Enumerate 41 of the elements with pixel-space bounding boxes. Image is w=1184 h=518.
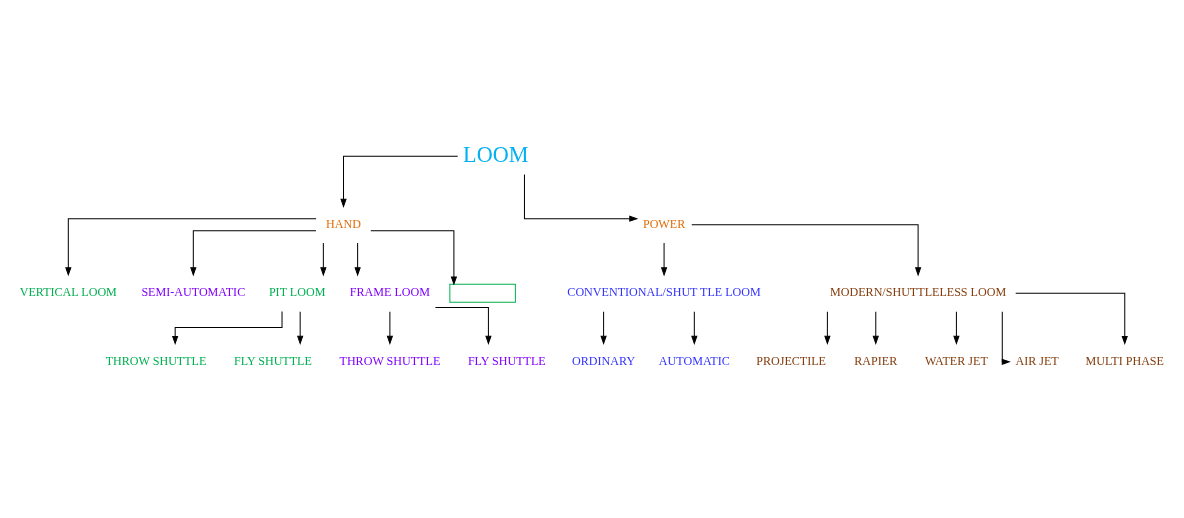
node-text: PROJECTILE xyxy=(756,353,826,368)
node-text: LOOM xyxy=(463,141,529,167)
arrow xyxy=(691,311,698,345)
node-text: ORDINARY xyxy=(572,353,636,368)
node-text: MODERN/SHUTTLELESS LOOM xyxy=(830,285,1007,300)
arrow xyxy=(354,242,361,277)
arrow xyxy=(434,306,492,345)
node-text: FRAME LOOM xyxy=(349,285,430,300)
arrow xyxy=(340,155,459,208)
node-text: CONVENTIONAL/SHUT TLE LOOM xyxy=(567,285,761,300)
node-text: RAPIER xyxy=(854,353,898,368)
node-text: HAND xyxy=(326,216,361,231)
arrow xyxy=(660,242,668,277)
arrow xyxy=(691,224,922,277)
node-text: THROW SHUTTLE xyxy=(105,353,207,368)
arrow xyxy=(1001,311,1011,365)
arrow xyxy=(872,311,879,345)
node-text: AIR JET xyxy=(1015,353,1059,368)
arrow xyxy=(370,230,458,286)
arrow xyxy=(297,311,304,345)
node-text: THROW SHUTTLE xyxy=(339,353,441,368)
node-text: AUTOMATIC xyxy=(658,353,730,368)
node-box xyxy=(449,283,516,303)
arrow xyxy=(523,174,639,222)
arrow xyxy=(1015,292,1128,345)
arrow xyxy=(953,311,960,345)
arrow xyxy=(824,311,831,345)
node-text: WATER JET xyxy=(925,353,988,368)
arrow xyxy=(172,311,283,345)
arrow xyxy=(320,242,327,277)
arrow xyxy=(600,311,607,345)
node-text: FLY SHUTTLE xyxy=(234,353,312,368)
arrow xyxy=(65,218,317,277)
node-text: POWER xyxy=(642,216,686,231)
arrow xyxy=(386,311,394,345)
node-text: MULTI PHASE xyxy=(1085,353,1164,368)
node-text: FLY SHUTTLE xyxy=(467,353,546,368)
node-text: SEMI-AUTOMATIC xyxy=(141,285,246,300)
node-text: PIT LOOM xyxy=(268,285,326,300)
arrow xyxy=(190,230,317,277)
node-text: VERTICAL LOOM xyxy=(19,285,117,300)
